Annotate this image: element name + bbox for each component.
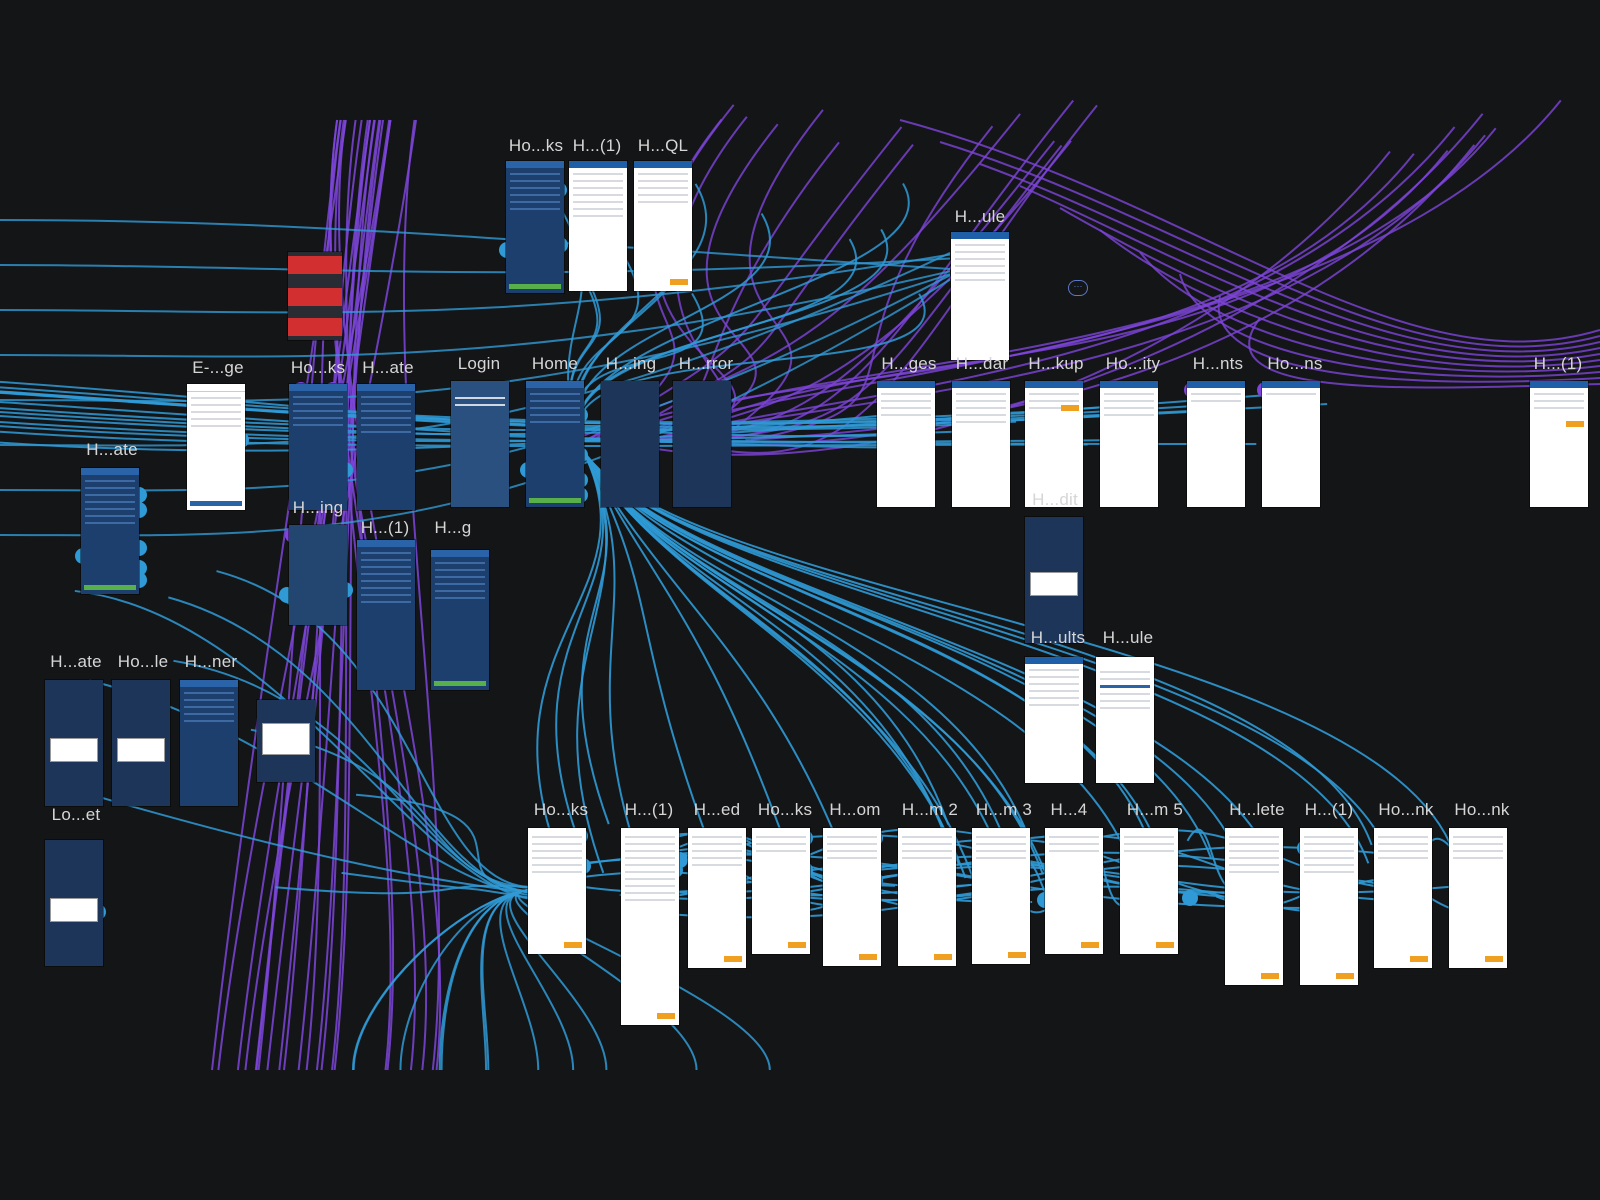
frame-b-h-4[interactable] bbox=[1045, 828, 1103, 954]
frame-label: E-...ge bbox=[192, 358, 244, 377]
frame-ho-ks-mid[interactable] bbox=[289, 384, 347, 510]
frame-label: H...om bbox=[829, 800, 881, 819]
frame-label: Ho...nk bbox=[1454, 800, 1510, 819]
frame-h-ate-low[interactable] bbox=[45, 680, 103, 806]
frame-label: H...ults bbox=[1030, 628, 1086, 647]
frame-label: H...nts bbox=[1192, 354, 1244, 373]
frame-label: H...(1) bbox=[1304, 800, 1354, 819]
frame-label: H...dar bbox=[955, 354, 1009, 373]
frame-lo-et[interactable] bbox=[45, 840, 103, 966]
frame-h-dar[interactable] bbox=[952, 381, 1010, 507]
frame-b-h-m2[interactable] bbox=[898, 828, 956, 966]
frame-h-ges[interactable] bbox=[877, 381, 935, 507]
frame-label: Ho...ity bbox=[1105, 354, 1161, 373]
frame-ho-ity[interactable] bbox=[1100, 381, 1158, 507]
frame-label: Lo...et bbox=[51, 805, 101, 824]
frame-label: Ho...ks bbox=[533, 800, 589, 819]
frame-label: H...(1) bbox=[360, 518, 410, 537]
frame-ho-ns[interactable] bbox=[1262, 381, 1320, 507]
frame-label: Ho...le bbox=[117, 652, 169, 671]
frame-label: H...4 bbox=[1050, 800, 1088, 819]
frame-label: H...ing bbox=[292, 498, 344, 517]
frame-h-1-right[interactable] bbox=[1530, 381, 1588, 507]
frame-ho-le[interactable] bbox=[112, 680, 170, 806]
frame-label: H...ule bbox=[1102, 628, 1154, 647]
frame-b-h-m3[interactable] bbox=[972, 828, 1030, 964]
frame-label: H...ner bbox=[184, 652, 238, 671]
frame-h-ate-mid[interactable] bbox=[357, 384, 415, 510]
frame-label: H...g bbox=[434, 518, 472, 537]
frame-b-h-ed[interactable] bbox=[688, 828, 746, 968]
frame-h-ing-top[interactable] bbox=[601, 381, 659, 507]
frame-label: Ho...ks bbox=[508, 136, 564, 155]
frame-h-ing-mid[interactable] bbox=[289, 525, 347, 625]
frame-label: H...ate bbox=[50, 652, 102, 671]
frame-label: H...ges bbox=[881, 354, 937, 373]
frame-login[interactable] bbox=[451, 381, 509, 507]
frame-b-ho-nk-2[interactable] bbox=[1449, 828, 1507, 968]
frame-label: Ho...nk bbox=[1378, 800, 1434, 819]
frame-b-ho-ks-1[interactable] bbox=[528, 828, 586, 954]
frame-label: H...(1) bbox=[1533, 354, 1583, 373]
frame-label: Login bbox=[457, 354, 501, 373]
frame-label: H...lete bbox=[1229, 800, 1285, 819]
frame-label: H...(1) bbox=[624, 800, 674, 819]
frame-h-1-mid[interactable] bbox=[357, 540, 415, 690]
frame-h-ate-left[interactable] bbox=[81, 468, 139, 594]
frame-ho-ks-top[interactable] bbox=[506, 161, 564, 293]
frame-h-dit[interactable] bbox=[1025, 517, 1083, 643]
frame-label: H...m 3 bbox=[975, 800, 1033, 819]
frame-label: H...rror bbox=[678, 354, 734, 373]
frame-label: Ho...ks bbox=[290, 358, 346, 377]
frame-label: Home bbox=[531, 354, 579, 373]
frame-h-ner[interactable] bbox=[180, 680, 238, 806]
frame-label: Ho...ns bbox=[1267, 354, 1323, 373]
frame-label: H...m 2 bbox=[901, 800, 959, 819]
frame-b-h-m5[interactable] bbox=[1120, 828, 1178, 954]
frame-h-rror[interactable] bbox=[673, 381, 731, 507]
frame-e-ge[interactable] bbox=[187, 384, 245, 510]
frame-h-1-top[interactable] bbox=[569, 161, 627, 291]
frame-h-ults[interactable] bbox=[1025, 657, 1083, 783]
frame-error-stack[interactable] bbox=[288, 252, 342, 340]
frame-b-h-lete[interactable] bbox=[1225, 828, 1283, 985]
frame-label: H...ule bbox=[954, 207, 1006, 226]
frame-b-ho-ks-2[interactable] bbox=[752, 828, 810, 954]
frame-label: H...kup bbox=[1028, 354, 1084, 373]
frame-h-g[interactable] bbox=[431, 550, 489, 690]
frame-h-ule-top[interactable] bbox=[951, 232, 1009, 360]
frame-label: H...dit bbox=[1032, 490, 1078, 509]
frame-label: H...ing bbox=[605, 354, 657, 373]
frame-overlay-dialog[interactable] bbox=[257, 700, 315, 782]
frame-b-h-1-2[interactable] bbox=[1300, 828, 1358, 985]
frame-h-kup[interactable] bbox=[1025, 381, 1083, 507]
frame-label: H...ate bbox=[362, 358, 414, 377]
frame-home[interactable] bbox=[526, 381, 584, 507]
frame-b-ho-nk-1[interactable] bbox=[1374, 828, 1432, 968]
frame-h-ule-mid[interactable] bbox=[1096, 657, 1154, 783]
frame-label: Ho...ks bbox=[757, 800, 813, 819]
frame-b-h-om[interactable] bbox=[823, 828, 881, 966]
frame-label: H...m 5 bbox=[1126, 800, 1184, 819]
frame-label: H...ate bbox=[86, 440, 138, 459]
frame-label: H...QL bbox=[637, 136, 689, 155]
comment-icon[interactable]: ··· bbox=[1068, 280, 1088, 296]
frame-h-nts[interactable] bbox=[1187, 381, 1245, 507]
frame-label: H...(1) bbox=[572, 136, 622, 155]
frame-b-h-1-1[interactable] bbox=[621, 828, 679, 1025]
frame-h-ql[interactable] bbox=[634, 161, 692, 291]
frame-label: H...ed bbox=[693, 800, 741, 819]
